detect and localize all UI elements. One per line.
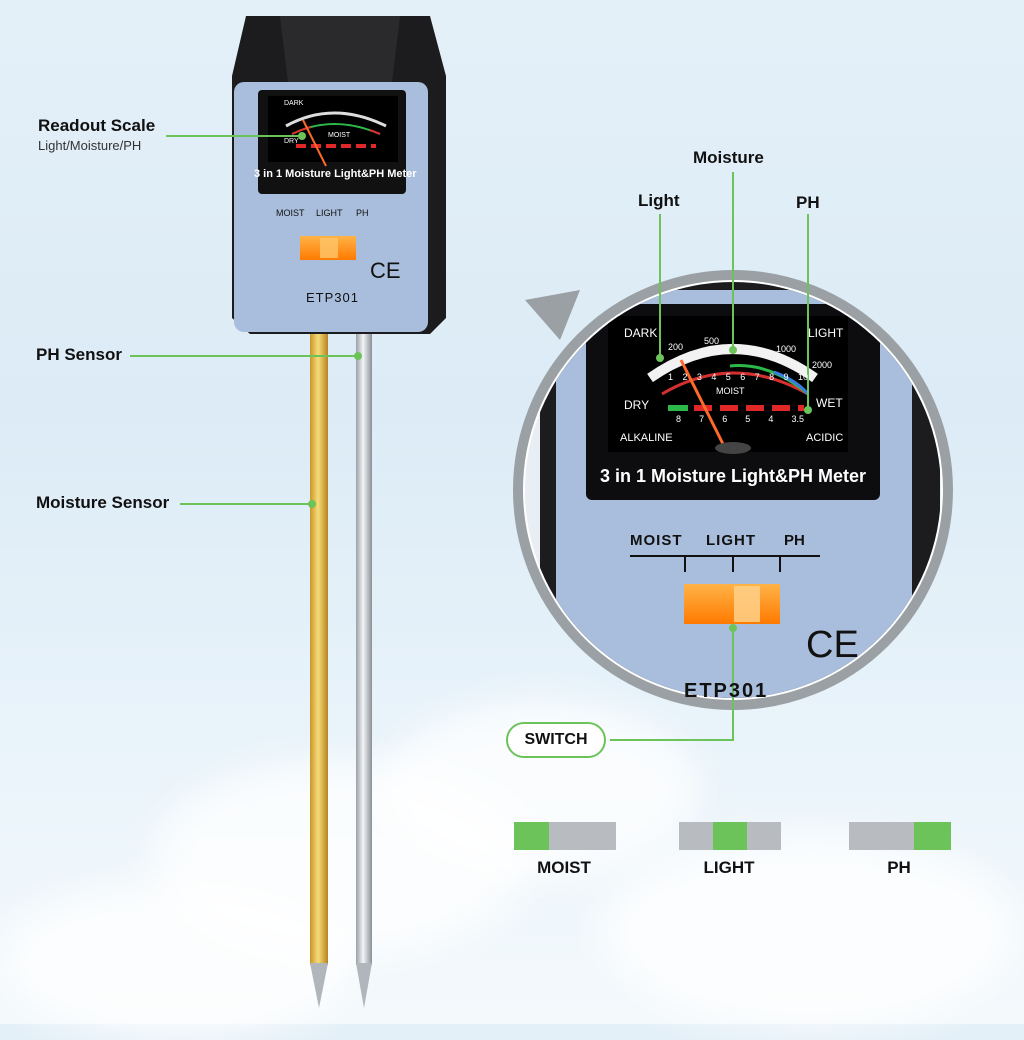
light-callout-label: Light <box>638 191 680 210</box>
dial-light-tick: 1000 <box>776 344 797 354</box>
dial-moist-tick: 1 <box>668 372 674 382</box>
dial-dark-label: DARK <box>624 326 658 340</box>
switch-callout-label: SWITCH <box>506 722 606 758</box>
dial-ph-tick: 7 <box>699 414 705 424</box>
dial-moist-tick: 7 <box>754 372 760 382</box>
moisture-sensor-label: Moisture Sensor <box>36 493 170 512</box>
readout-scale-sublabel: Light/Moisture/PH <box>38 138 142 153</box>
readout-scale-label: Readout Scale <box>38 116 156 135</box>
dial-ph-tick: 5 <box>745 414 751 424</box>
legend-segment-active <box>914 822 951 850</box>
dial-moist-tick: 3 <box>696 372 702 382</box>
dial-light-tick: 2000 <box>812 360 833 370</box>
cloud <box>0 880 360 1040</box>
legend-bar-light <box>679 822 781 850</box>
dial-acidic-label: ACIDIC <box>806 432 844 444</box>
small-dial-moist: MOIST <box>328 132 351 139</box>
legend-label-moist: MOIST <box>537 858 591 877</box>
legend-segment <box>679 822 713 850</box>
dial-light-tick: 200 <box>668 342 684 352</box>
dial-light-label: LIGHT <box>808 326 844 340</box>
small-switch-label-moist: MOIST <box>276 208 305 218</box>
small-switch-label-light: LIGHT <box>316 208 343 218</box>
ph-probe <box>356 330 372 965</box>
dial-ph-tick: 8 <box>676 414 682 424</box>
dial-ph-tick: 4 <box>768 414 774 424</box>
small-meter-title: 3 in 1 Moisture Light&PH Meter <box>254 168 417 180</box>
dial-ph-ticks: 8 7 6 5 4 3.5 <box>676 414 804 424</box>
dial-moist-tick: 9 <box>783 372 789 382</box>
moisture-probe <box>310 330 328 965</box>
small-dial-dry: DRY <box>284 138 299 145</box>
legend-segment <box>849 822 915 850</box>
dial-alkaline-label: ALKALINE <box>620 432 673 444</box>
dial-dry-label: DRY <box>624 398 650 412</box>
legend-segment <box>747 822 781 850</box>
legend-label-ph: PH <box>887 858 911 877</box>
ph-callout-label: PH <box>796 193 820 212</box>
dial-moist-tick: 8 <box>769 372 775 382</box>
dial-light-tick: 500 <box>704 336 720 346</box>
dial-moist-tick: 2 <box>682 372 688 382</box>
switch-label-ph: PH <box>784 532 805 549</box>
model-label: ETP301 <box>684 680 769 702</box>
small-switch-label-ph: PH <box>356 208 369 218</box>
legend-bar-ph <box>849 822 951 850</box>
dial-moist-tick: 4 <box>711 372 717 382</box>
meter-title: 3 in 1 Moisture Light&PH Meter <box>599 466 867 486</box>
dial-moist-tick: 6 <box>740 372 746 382</box>
dial-moist-label: MOIST <box>716 386 745 396</box>
legend-segment <box>548 822 616 850</box>
legend-segment-active <box>712 822 748 850</box>
dial-moist-ticks: 1 2 3 4 5 6 7 8 9 10 <box>668 372 808 382</box>
switch-label-moist: MOIST <box>630 532 683 549</box>
switch-label-light: LIGHT <box>706 532 756 549</box>
ce-mark: CE <box>806 624 859 666</box>
dial-wet-label: WET <box>816 396 843 410</box>
dial-moist-tick: 10 <box>797 372 808 382</box>
cloud <box>600 830 1020 1030</box>
legend-bar-moist <box>514 822 616 850</box>
ph-sensor-label: PH Sensor <box>36 345 122 364</box>
small-model-label: ETP301 <box>306 290 359 305</box>
legend-label-light: LIGHT <box>703 858 755 877</box>
dial-moist-tick: 5 <box>725 372 731 382</box>
dial-ph-tick: 3.5 <box>791 414 804 424</box>
small-dial-dark: DARK <box>284 100 304 107</box>
legend-segment-active <box>514 822 549 850</box>
small-ce-mark: CE <box>370 258 401 283</box>
moisture-callout-label: Moisture <box>693 148 764 167</box>
dial-ph-tick: 6 <box>722 414 728 424</box>
